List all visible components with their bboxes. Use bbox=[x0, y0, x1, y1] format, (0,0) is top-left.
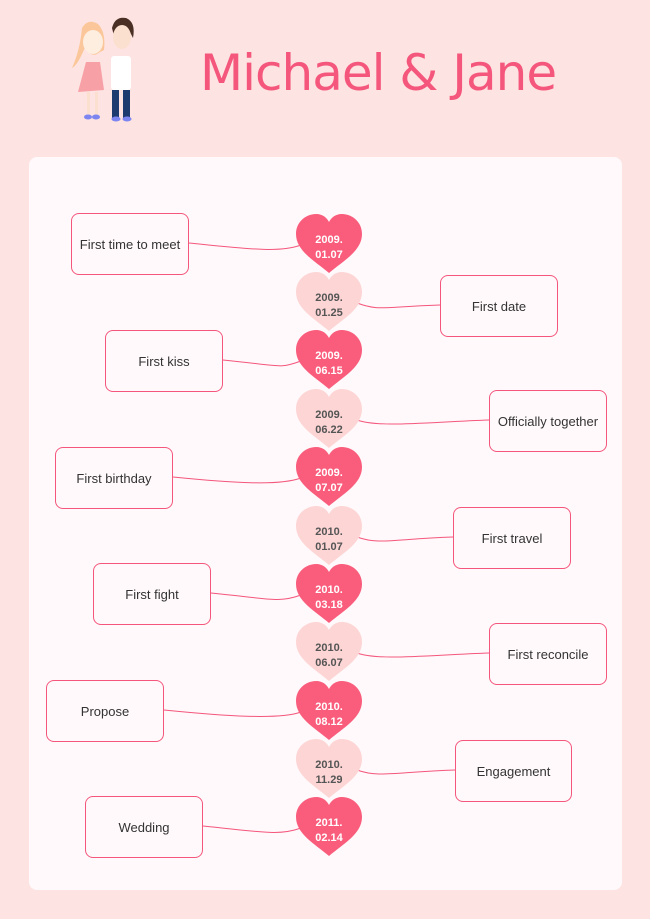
page-title: Michael & Jane bbox=[200, 44, 557, 102]
date-year: 2010. bbox=[315, 526, 343, 538]
date-year: 2010. bbox=[315, 759, 343, 771]
connector-line bbox=[222, 359, 302, 367]
event-box: First kiss bbox=[105, 330, 223, 392]
heart-icon bbox=[296, 681, 362, 740]
event-box: Officially together bbox=[489, 390, 607, 452]
heart-icon bbox=[296, 506, 362, 565]
heart-icon bbox=[296, 797, 362, 856]
date-day: 06.07 bbox=[315, 657, 343, 669]
connector-line bbox=[356, 652, 490, 658]
heart-date-marker: 2009. 01.25 bbox=[296, 272, 362, 331]
date-day: 06.22 bbox=[315, 424, 343, 436]
heart-date-marker: 2010. 06.07 bbox=[296, 622, 362, 681]
couple-illustration bbox=[72, 17, 134, 122]
date-year: 2010. bbox=[315, 642, 343, 654]
connector-line bbox=[356, 302, 441, 309]
connector-line bbox=[202, 825, 302, 833]
heart-icon bbox=[296, 622, 362, 681]
date-day: 01.07 bbox=[315, 541, 343, 553]
connector-line bbox=[356, 536, 454, 542]
heart-icon bbox=[296, 447, 362, 506]
date-year: 2010. bbox=[315, 584, 343, 596]
heart-date-marker: 2009. 06.15 bbox=[296, 330, 362, 389]
date-day: 08.12 bbox=[315, 716, 343, 728]
event-box: First birthday bbox=[55, 447, 173, 509]
heart-date-marker: 2010. 03.18 bbox=[296, 564, 362, 623]
heart-icon bbox=[296, 214, 362, 273]
heart-date-marker: 2009. 06.22 bbox=[296, 389, 362, 448]
date-day: 01.07 bbox=[315, 249, 343, 261]
date-day: 01.25 bbox=[315, 307, 343, 319]
heart-icon bbox=[296, 739, 362, 798]
date-year: 2009. bbox=[315, 467, 343, 479]
event-box: First date bbox=[440, 275, 558, 337]
connector-line bbox=[356, 769, 456, 775]
event-box: First reconcile bbox=[489, 623, 607, 685]
date-day: 07.07 bbox=[315, 482, 343, 494]
event-box: First time to meet bbox=[71, 213, 189, 275]
heart-date-marker: 2009. 01.07 bbox=[296, 214, 362, 273]
date-year: 2009. bbox=[315, 350, 343, 362]
heart-date-marker: 2010. 01.07 bbox=[296, 506, 362, 565]
heart-date-marker: 2009. 07.07 bbox=[296, 447, 362, 506]
connector-line bbox=[356, 419, 490, 425]
date-day: 11.29 bbox=[316, 774, 343, 786]
date-year: 2009. bbox=[315, 234, 343, 246]
event-box: Propose bbox=[46, 680, 164, 742]
date-year: 2011. bbox=[316, 817, 343, 829]
connector-line bbox=[172, 476, 302, 484]
date-year: 2010. bbox=[315, 701, 343, 713]
date-day: 06.15 bbox=[315, 365, 343, 377]
event-box: First fight bbox=[93, 563, 211, 625]
heart-icon bbox=[296, 564, 362, 623]
connector-line bbox=[210, 592, 302, 600]
date-year: 2009. bbox=[315, 409, 343, 421]
event-box: Engagement bbox=[455, 740, 572, 802]
date-day: 03.18 bbox=[315, 599, 343, 611]
date-year: 2009. bbox=[315, 292, 343, 304]
heart-date-marker: 2010. 08.12 bbox=[296, 681, 362, 740]
connector-line bbox=[163, 709, 302, 717]
heart-date-marker: 2011. 02.14 bbox=[296, 797, 362, 856]
heart-icon bbox=[296, 330, 362, 389]
event-box: Wedding bbox=[85, 796, 203, 858]
heart-icon bbox=[296, 389, 362, 448]
event-box: First travel bbox=[453, 507, 571, 569]
connector-line bbox=[188, 242, 302, 250]
timeline-diagram: 2009. 01.25 2009. 06.22 2010. 01.07 2010. 06.07… bbox=[163, 214, 490, 856]
timeline-card: 2009. 01.25 2009. 06.22 2010. 01.07 2010. 06.07… bbox=[29, 157, 622, 890]
heart-date-marker: 2010. 11.29 bbox=[296, 739, 362, 798]
heart-icon bbox=[296, 272, 362, 331]
date-day: 02.14 bbox=[315, 832, 343, 844]
